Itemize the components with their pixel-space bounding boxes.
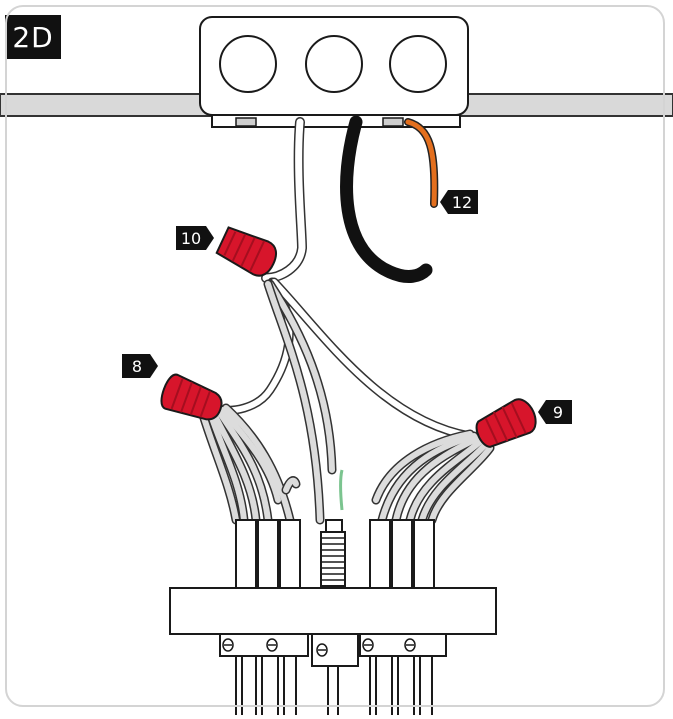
junction-box	[199, 16, 469, 128]
callout-12-label: 12	[452, 193, 472, 212]
knockout-hole	[219, 35, 277, 93]
left-wire-bundle	[199, 403, 301, 525]
hot-wire	[404, 118, 439, 208]
callout-8-label: 8	[132, 357, 142, 376]
center-ground-cable	[320, 469, 346, 587]
callout-9-label: 9	[553, 403, 563, 422]
knockout-hole	[389, 35, 447, 93]
wire-nut-top	[215, 226, 278, 277]
callout-8: 8	[122, 354, 158, 378]
black-wire	[340, 115, 433, 283]
callout-10: 10	[176, 226, 214, 250]
jumper-wires	[209, 277, 475, 525]
knockout-hole	[305, 35, 363, 93]
callout-9: 9	[538, 400, 572, 424]
right-wire-bundle	[371, 429, 495, 525]
wire-nut-left	[160, 373, 223, 421]
canopy-plate	[169, 587, 497, 635]
wire-nut-right	[475, 398, 537, 448]
step-badge: 2D	[5, 15, 61, 59]
cable-sheaths	[235, 519, 435, 591]
white-supply-wire	[261, 117, 308, 283]
callout-10-label: 10	[181, 229, 201, 248]
lower-clamps	[219, 633, 447, 715]
callout-12: 12	[440, 190, 478, 214]
